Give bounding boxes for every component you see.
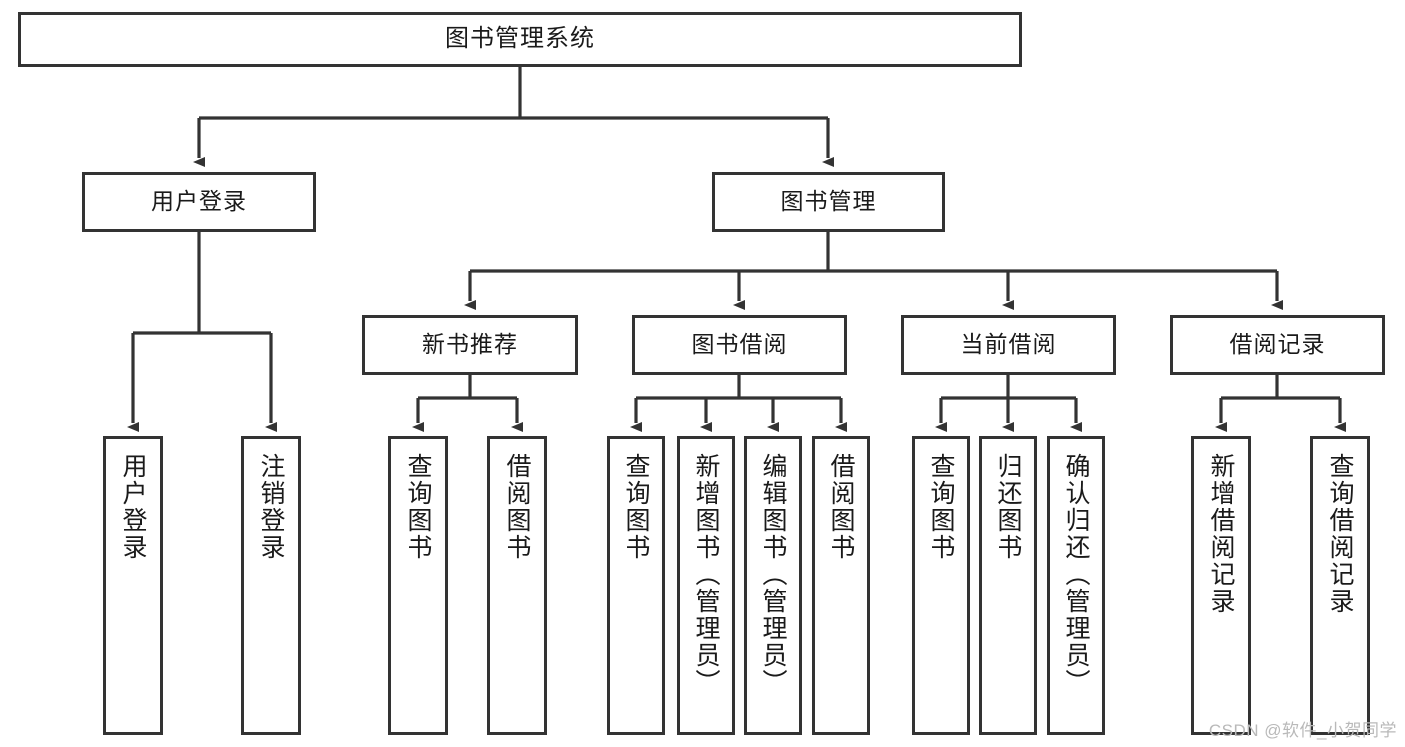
node-user-login-label: 用户登录 [151, 188, 247, 215]
leaf-node[interactable]: 归还图书 [979, 436, 1037, 735]
leaf-node[interactable]: 确认归还（管理员） [1047, 436, 1105, 735]
node-borrow-record-label: 借阅记录 [1229, 331, 1326, 358]
leaf-node-label: 查询图书 [927, 453, 955, 561]
leaf-node-label: 用户登录 [119, 453, 147, 561]
leaf-node-label: 确认归还（管理员） [1062, 453, 1090, 696]
node-root[interactable]: 图书管理系统 [18, 12, 1022, 67]
node-root-label: 图书管理系统 [445, 25, 595, 53]
leaf-node-label: 查询图书 [622, 453, 650, 561]
leaf-node-label: 注销登录 [257, 453, 285, 561]
leaf-node[interactable]: 注销登录 [241, 436, 301, 735]
leaf-node-label: 借阅图书 [503, 453, 531, 561]
node-current-borrow[interactable]: 当前借阅 [901, 315, 1116, 375]
leaf-node[interactable]: 新增图书（管理员） [677, 436, 735, 735]
leaf-node[interactable]: 查询图书 [607, 436, 665, 735]
node-book-management-label: 图书管理 [780, 188, 877, 215]
node-borrow-record[interactable]: 借阅记录 [1170, 315, 1385, 375]
leaf-node[interactable]: 用户登录 [103, 436, 163, 735]
watermark: CSDN @软件_小贺同学 [1208, 721, 1397, 740]
leaf-node-label: 新增借阅记录 [1207, 453, 1235, 615]
leaf-node[interactable]: 查询借阅记录 [1310, 436, 1370, 735]
node-current-borrow-label: 当前借阅 [960, 331, 1057, 358]
leaf-node[interactable]: 借阅图书 [812, 436, 870, 735]
leaf-node-label: 查询借阅记录 [1326, 453, 1354, 615]
leaf-node-label: 归还图书 [994, 453, 1022, 561]
leaf-node[interactable]: 编辑图书（管理员） [744, 436, 802, 735]
node-book-borrow[interactable]: 图书借阅 [632, 315, 847, 375]
node-book-management[interactable]: 图书管理 [712, 172, 945, 232]
leaf-node-label: 借阅图书 [827, 453, 855, 561]
leaf-node[interactable]: 查询图书 [912, 436, 970, 735]
leaf-node[interactable]: 借阅图书 [487, 436, 547, 735]
node-book-borrow-label: 图书借阅 [691, 331, 788, 358]
node-new-book-recommend-label: 新书推荐 [422, 331, 518, 358]
node-new-book-recommend[interactable]: 新书推荐 [362, 315, 578, 375]
leaf-node[interactable]: 查询图书 [388, 436, 448, 735]
leaf-node-label: 编辑图书（管理员） [759, 453, 787, 696]
node-user-login[interactable]: 用户登录 [82, 172, 316, 232]
leaf-node[interactable]: 新增借阅记录 [1191, 436, 1251, 735]
leaf-node-label: 新增图书（管理员） [692, 453, 720, 696]
leaf-node-label: 查询图书 [404, 453, 432, 561]
